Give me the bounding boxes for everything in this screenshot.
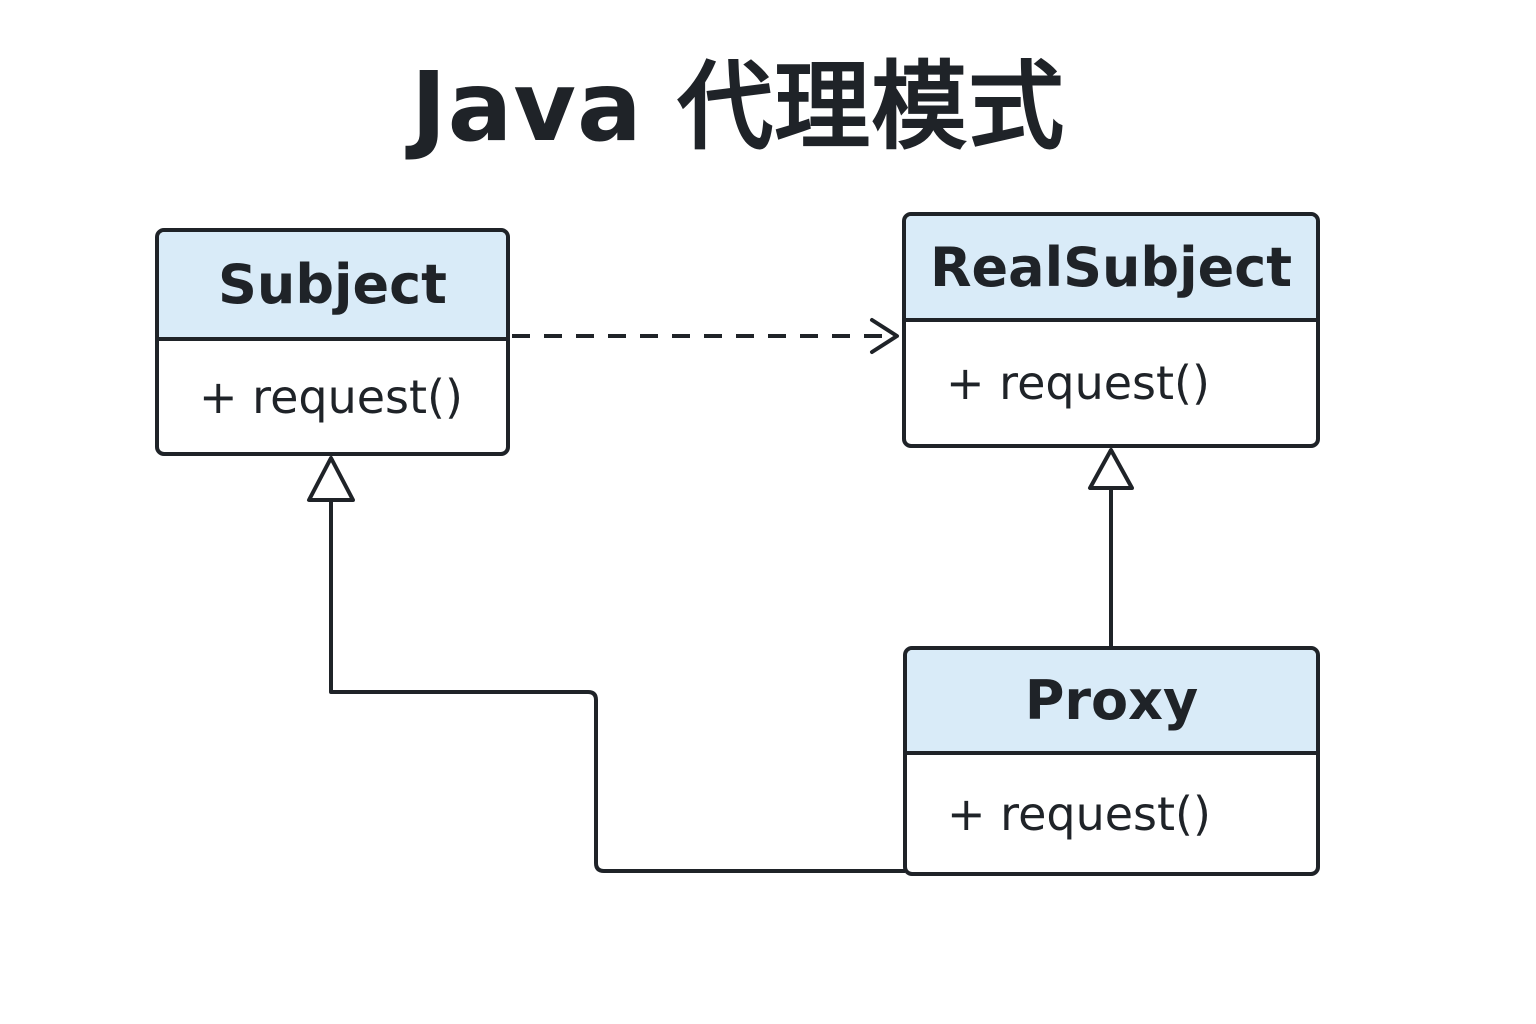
class-name-subject: Subject <box>159 232 506 341</box>
class-method-proxy: + request() <box>947 786 1211 841</box>
dependency-arrowhead <box>870 318 899 354</box>
diagram-title: Java 代理模式 <box>410 51 1066 163</box>
class-method-realsubject: + request() <box>946 356 1210 410</box>
realsubject-inheritance-triangle <box>1088 448 1134 490</box>
subject-inheritance-triangle <box>307 456 355 502</box>
class-box-realsubject[interactable]: RealSubject + request() <box>902 212 1320 448</box>
class-name-proxy: Proxy <box>907 650 1316 755</box>
class-method-subject: + request() <box>199 369 463 424</box>
class-name-realsubject: RealSubject <box>906 216 1316 322</box>
class-box-proxy[interactable]: Proxy + request() <box>903 646 1320 876</box>
class-box-subject[interactable]: Subject + request() <box>155 228 510 456</box>
proxy-to-subject-line <box>329 500 905 873</box>
